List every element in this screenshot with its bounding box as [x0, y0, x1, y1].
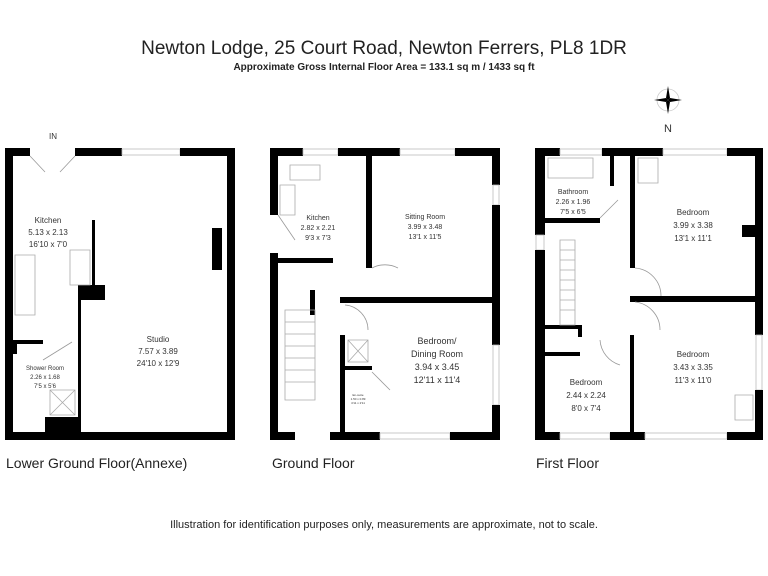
- room-metric: 1.50 x 0.89: [351, 397, 366, 401]
- first-floor-label: First Floor: [536, 455, 599, 471]
- ground-floor-plan: Kitchen 2.82 x 2.21 9'3 x 7'3 Sitting Ro…: [270, 148, 500, 440]
- room-imperial: 8'0 x 7'4: [571, 404, 601, 413]
- room-name: Bedroom: [677, 208, 710, 217]
- room-metric: 2.26 x 1.68: [30, 375, 60, 381]
- lower-ground-plan: IN Kitchen 5.13 x 2.13 16'10 x 7'0 Studi…: [5, 132, 235, 440]
- room-name: Bathroom: [558, 189, 589, 196]
- floor-area: Approximate Gross Internal Floor Area = …: [233, 62, 535, 73]
- lower-ground-floor-label: Lower Ground Floor(Annexe): [6, 455, 188, 471]
- room-name: Bedroom: [677, 350, 710, 359]
- first-floor-plan: Bathroom 2.26 x 1.96 7'5 x 6'5 Bedroom 3…: [535, 148, 763, 440]
- room-name: Studio: [147, 335, 170, 344]
- room-imperial: 13'1 x 11'1: [674, 234, 712, 243]
- room-name-2: Dining Room: [411, 349, 463, 359]
- ground-floor-label: Ground Floor: [272, 455, 355, 471]
- room-metric: 3.43 x 3.35: [673, 363, 713, 372]
- compass-north-label: N: [664, 123, 672, 135]
- room-metric: 7.57 x 3.89: [138, 347, 178, 356]
- property-title: Newton Lodge, 25 Court Road, Newton Ferr…: [141, 38, 627, 59]
- room-imperial: 13'1 x 11'5: [409, 234, 442, 241]
- room-imperial: 9'3 x 7'3: [305, 235, 331, 242]
- room-name: Kitchen: [306, 215, 329, 222]
- room-imperial: 7'5 x 5'6: [34, 384, 57, 390]
- room-imperial: 4'11 x 2'11: [351, 401, 365, 405]
- room-name: Kitchen: [35, 216, 62, 225]
- room-name: Shower Room: [26, 366, 64, 372]
- room-metric: 5.13 x 2.13: [28, 228, 68, 237]
- room-metric: 3.99 x 3.48: [408, 224, 443, 231]
- room-name: Bedroom: [570, 378, 603, 387]
- room-metric: 3.94 x 3.45: [415, 362, 460, 372]
- room-metric: 3.99 x 3.38: [673, 221, 713, 230]
- entry-label: IN: [49, 132, 57, 141]
- room-imperial: 12'11 x 11'4: [414, 375, 461, 385]
- room-name: Sitting Room: [405, 214, 445, 221]
- room-imperial: 7'5 x 6'5: [560, 209, 586, 216]
- disclaimer: Illustration for identification purposes…: [170, 519, 598, 531]
- room-name: Bedroom/: [417, 336, 457, 346]
- room-imperial: 16'10 x 7'0: [29, 240, 68, 249]
- compass-icon: [654, 86, 682, 114]
- room-metric: 2.26 x 1.96: [556, 199, 591, 206]
- room-name: En-suite: [352, 393, 363, 397]
- room-imperial: 24'10 x 12'9: [137, 359, 180, 368]
- room-metric: 2.44 x 2.24: [566, 391, 606, 400]
- room-metric: 2.82 x 2.21: [301, 225, 336, 232]
- room-imperial: 11'3 x 11'0: [674, 376, 712, 385]
